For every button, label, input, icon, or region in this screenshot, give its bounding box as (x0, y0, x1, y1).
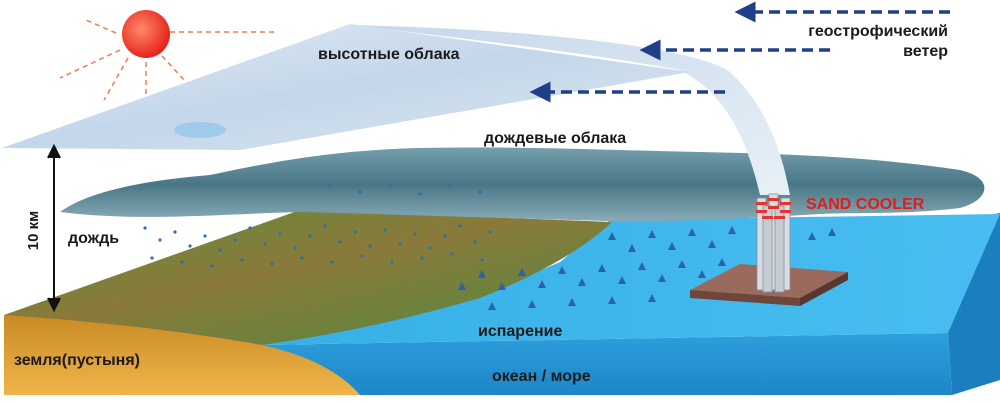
cloud-plume (350, 25, 790, 195)
rain-clouds-label: дождевые облака (484, 130, 627, 147)
ocean-surface (262, 214, 1000, 345)
land-top (4, 210, 612, 345)
sun-icon (59, 10, 275, 101)
rain-label: дождь (68, 230, 120, 247)
land-front-face (4, 315, 360, 395)
evaporation-arrows (458, 226, 836, 310)
height-label: 10 км (25, 210, 43, 251)
evaporation-label: испарение (478, 323, 563, 340)
high-clouds-label: высотные облака (318, 46, 460, 63)
sand-cooler-label: SAND COOLER (806, 196, 925, 213)
wind-label-line2: ветер (903, 43, 948, 60)
ocean-label: океан / море (492, 368, 591, 385)
cooling-tower (756, 193, 791, 293)
rain-dots (143, 183, 492, 268)
wind-arrows (529, 1, 950, 103)
height-arrow (47, 143, 61, 313)
high-clouds (2, 24, 690, 150)
land-label: земля(пустыня) (14, 352, 140, 369)
wind-label: геострофический ветер (808, 22, 948, 62)
wind-label-line1: геострофический (808, 23, 948, 40)
ocean-front-face (262, 333, 952, 395)
